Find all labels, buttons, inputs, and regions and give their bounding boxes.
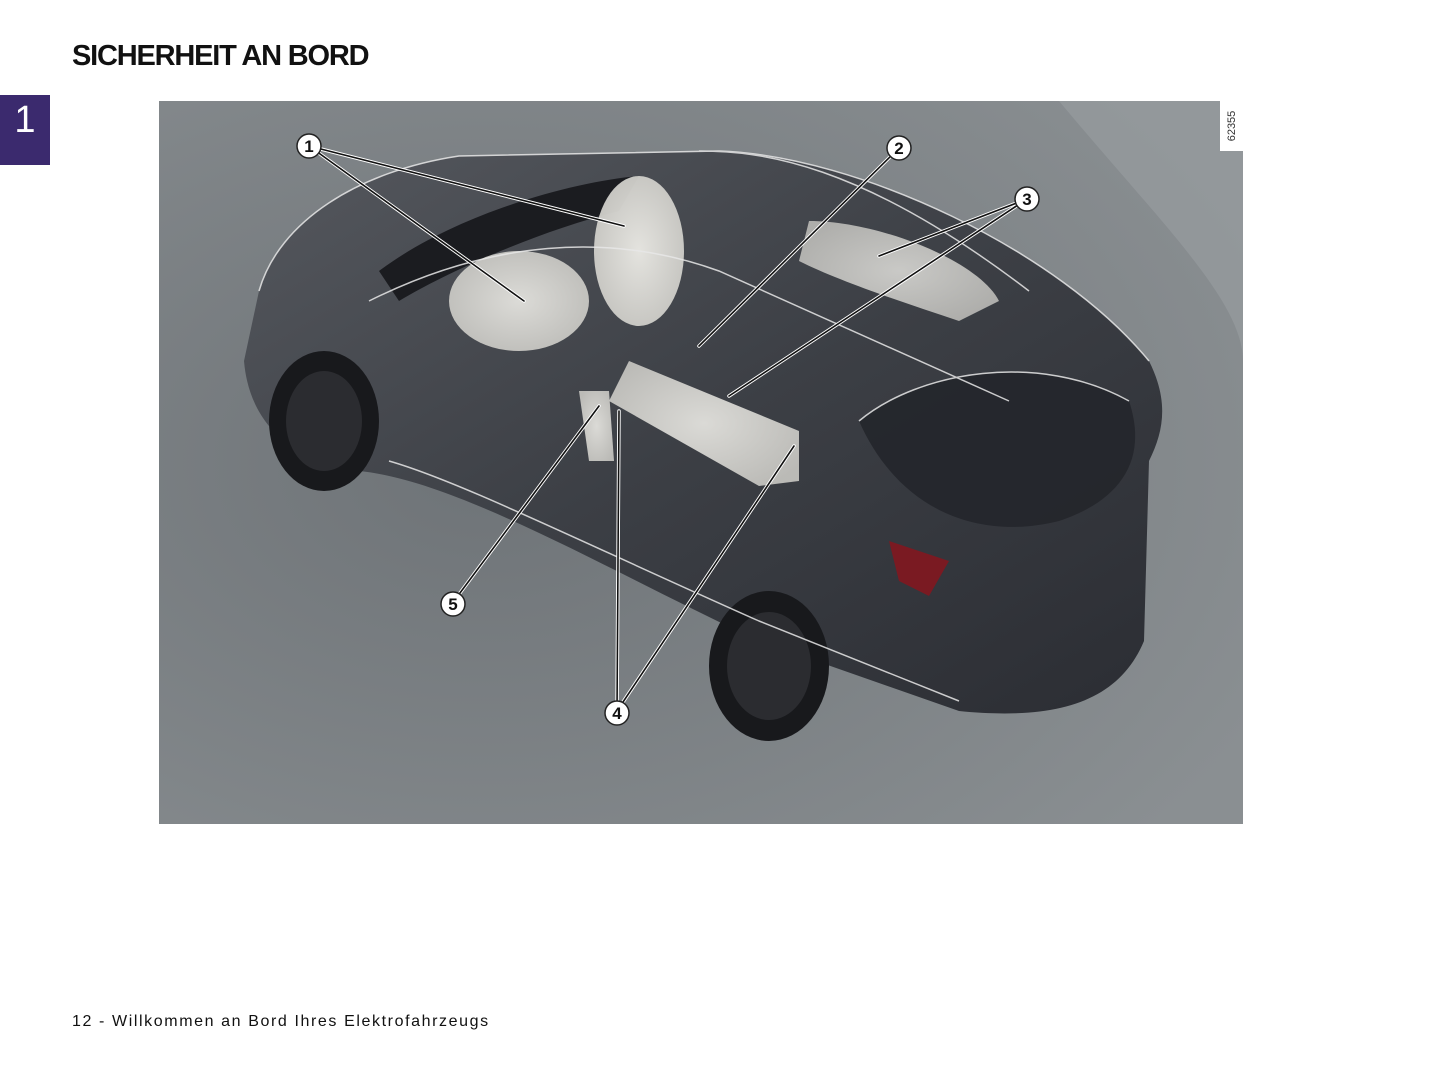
page-footer: 12 - Willkommen an Bord Ihres Elektrofah… — [72, 1013, 490, 1030]
figure-id-text: 62355 — [1225, 110, 1238, 142]
callout-4: 4 — [604, 700, 630, 726]
car-illustration-svg: 1 2 3 4 5 — [159, 101, 1243, 824]
page-title: SICHERHEIT AN BORD — [72, 40, 370, 72]
callout-2: 2 — [886, 135, 912, 161]
svg-text:2: 2 — [894, 139, 903, 158]
chapter-tab: 1 — [0, 95, 50, 165]
callout-3: 3 — [1014, 186, 1040, 212]
callout-1: 1 — [296, 133, 322, 159]
svg-text:5: 5 — [448, 595, 457, 614]
airbag-illustration: 1 2 3 4 5 — [159, 101, 1243, 824]
chapter-number: 1 — [14, 99, 36, 141]
svg-text:4: 4 — [612, 704, 622, 723]
figure-id-label: 62355 — [1220, 101, 1243, 151]
svg-text:1: 1 — [304, 137, 313, 156]
svg-text:3: 3 — [1022, 190, 1031, 209]
callout-5: 5 — [440, 591, 466, 617]
